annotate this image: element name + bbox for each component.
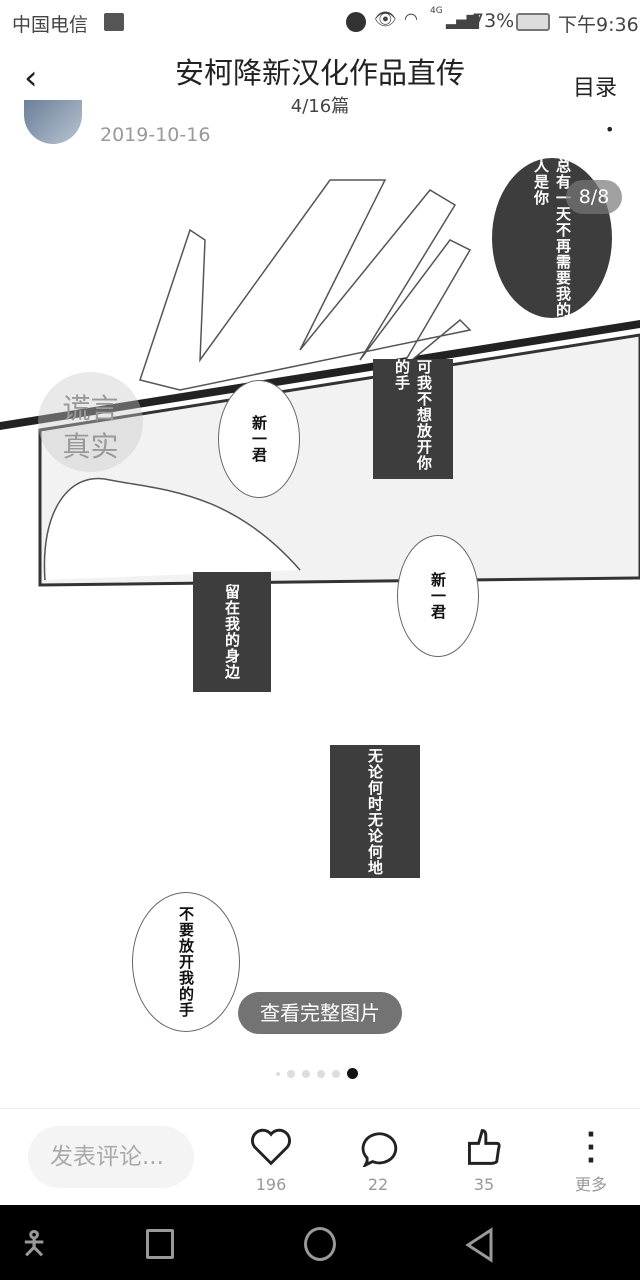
network-type: 4G [430, 6, 443, 16]
status-bar: 中国电信 👁 ◠ 4G ▂▄▆ 73% 下午9:36 [0, 0, 640, 44]
avatar[interactable] [24, 100, 82, 144]
more-button[interactable]: ··· 更多 [551, 1120, 631, 1195]
clock: 下午9:36 [558, 14, 639, 36]
toc-button[interactable]: 目录 [573, 76, 618, 101]
caption-box: 无论何时无论何地 [330, 745, 420, 878]
page-dot-active[interactable] [347, 1068, 358, 1079]
battery-icon [516, 13, 550, 31]
speech-bubble: 不要放开我的手 [132, 892, 240, 1032]
eye-icon: 👁 [374, 9, 397, 30]
watermark-logo: 谎言真实 [38, 372, 143, 472]
post-date: 2019-10-16 [100, 124, 211, 146]
carrier: 中国电信 [12, 14, 89, 36]
manga-image[interactable]: 谎言真实 总有一天不再需要我的人是你 8/8 可我不想放开你的手 新一君 新一君… [0, 150, 640, 1105]
favorite-count: 196 [255, 1175, 287, 1194]
caption-box: 留在我的身边 [193, 572, 271, 692]
dnd-icon [346, 12, 366, 32]
back-nav-button[interactable] [464, 1227, 494, 1263]
page-dot[interactable] [276, 1071, 280, 1076]
wifi-icon: ◠ [404, 9, 418, 28]
recents-button[interactable] [146, 1229, 174, 1259]
battery-percent: 73% [472, 10, 515, 32]
system-nav-bar: 🯅 [0, 1205, 640, 1280]
signal-icon: ▂▄▆ [446, 10, 479, 29]
speech-bubble: 新一君 [397, 535, 479, 657]
like-count: 35 [473, 1175, 495, 1194]
more-label: 更多 [574, 1175, 607, 1194]
favorite-button[interactable]: 196 [231, 1127, 311, 1194]
view-full-image-button[interactable]: 查看完整图片 [238, 992, 402, 1034]
page-dot[interactable] [287, 1069, 295, 1078]
more-dot[interactable]: • [605, 120, 615, 139]
page-indicator[interactable] [276, 1068, 358, 1079]
page-dot[interactable] [317, 1069, 325, 1078]
image-counter: 8/8 [566, 180, 622, 214]
more-vertical-icon: ··· [586, 1120, 596, 1176]
accessibility-icon[interactable]: 🯅 [20, 1224, 49, 1262]
home-button[interactable] [304, 1227, 336, 1261]
bottom-action-bar: 发表评论... 196 22 35 ··· 更多 [0, 1108, 640, 1205]
page-dot[interactable] [302, 1069, 310, 1078]
speech-bubble: 新一君 [218, 380, 300, 498]
comment-count: 22 [367, 1175, 389, 1194]
comment-input[interactable]: 发表评论... [28, 1126, 194, 1188]
comment-bubble-icon [361, 1132, 398, 1169]
page-title: 安柯降新汉化作品直传 [174, 56, 465, 90]
header: ‹ 安柯降新汉化作品直传 4/16篇 目录 [0, 44, 640, 120]
image-notification-icon [104, 13, 124, 31]
like-button[interactable]: 35 [444, 1127, 524, 1194]
comment-button[interactable]: 22 [338, 1127, 418, 1194]
caption-box: 可我不想放开你的手 [373, 359, 453, 479]
manga-artwork [0, 179, 640, 587]
heart-icon [251, 1128, 291, 1166]
page-dot[interactable] [332, 1069, 340, 1078]
thumbs-up-icon [468, 1129, 501, 1165]
back-button[interactable]: ‹ [24, 58, 38, 98]
chapter-progress: 4/16篇 [290, 96, 350, 117]
